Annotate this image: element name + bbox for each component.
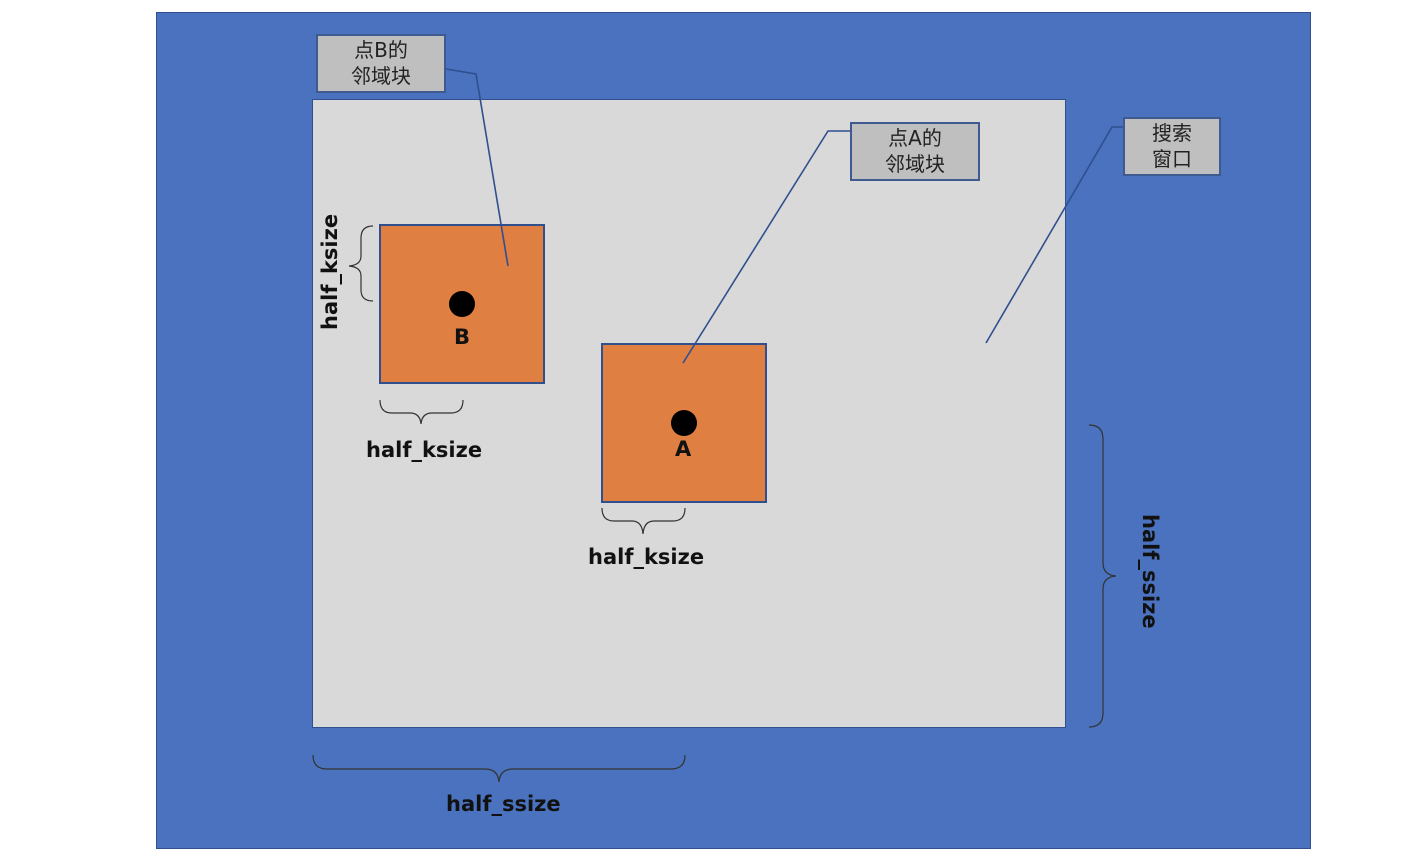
callout-a-leader xyxy=(682,130,850,364)
dimension-ksize-b-vertical: half_ksize xyxy=(318,213,342,330)
point-a-label: A xyxy=(675,437,692,461)
callout-b-line2: 邻域块 xyxy=(351,64,411,88)
brace-ksize-a-horizontal xyxy=(601,507,686,535)
point-b-marker xyxy=(449,291,475,317)
dimension-ksize-a-horizontal: half_ksize xyxy=(588,545,705,569)
brace-ssize-vertical xyxy=(1088,424,1117,728)
dimension-ssize-horizontal: half_ssize xyxy=(446,792,561,816)
brace-ksize-b-vertical xyxy=(348,225,374,302)
callout-s-leader xyxy=(985,126,1123,344)
dimension-ssize-vertical: half_ssize xyxy=(1138,514,1162,629)
callout-s-line1: 搜索 xyxy=(1152,121,1192,145)
brace-ksize-b-horizontal xyxy=(379,399,464,425)
callout-a-line1: 点A的 xyxy=(888,126,942,150)
callout-s-line2: 窗口 xyxy=(1152,147,1192,171)
dimension-ksize-b-horizontal: half_ksize xyxy=(366,438,483,462)
callout-search-window: 搜索 窗口 xyxy=(1123,117,1221,176)
callout-b-line1: 点B的 xyxy=(354,38,408,62)
callout-block-a: 点A的 邻域块 xyxy=(850,122,980,181)
callout-b-leader xyxy=(445,68,509,267)
point-a-marker xyxy=(671,410,697,436)
point-b-label: B xyxy=(454,325,471,349)
callout-block-b: 点B的 邻域块 xyxy=(316,34,446,93)
callout-a-line2: 邻域块 xyxy=(885,152,945,176)
brace-ssize-horizontal xyxy=(312,754,686,783)
